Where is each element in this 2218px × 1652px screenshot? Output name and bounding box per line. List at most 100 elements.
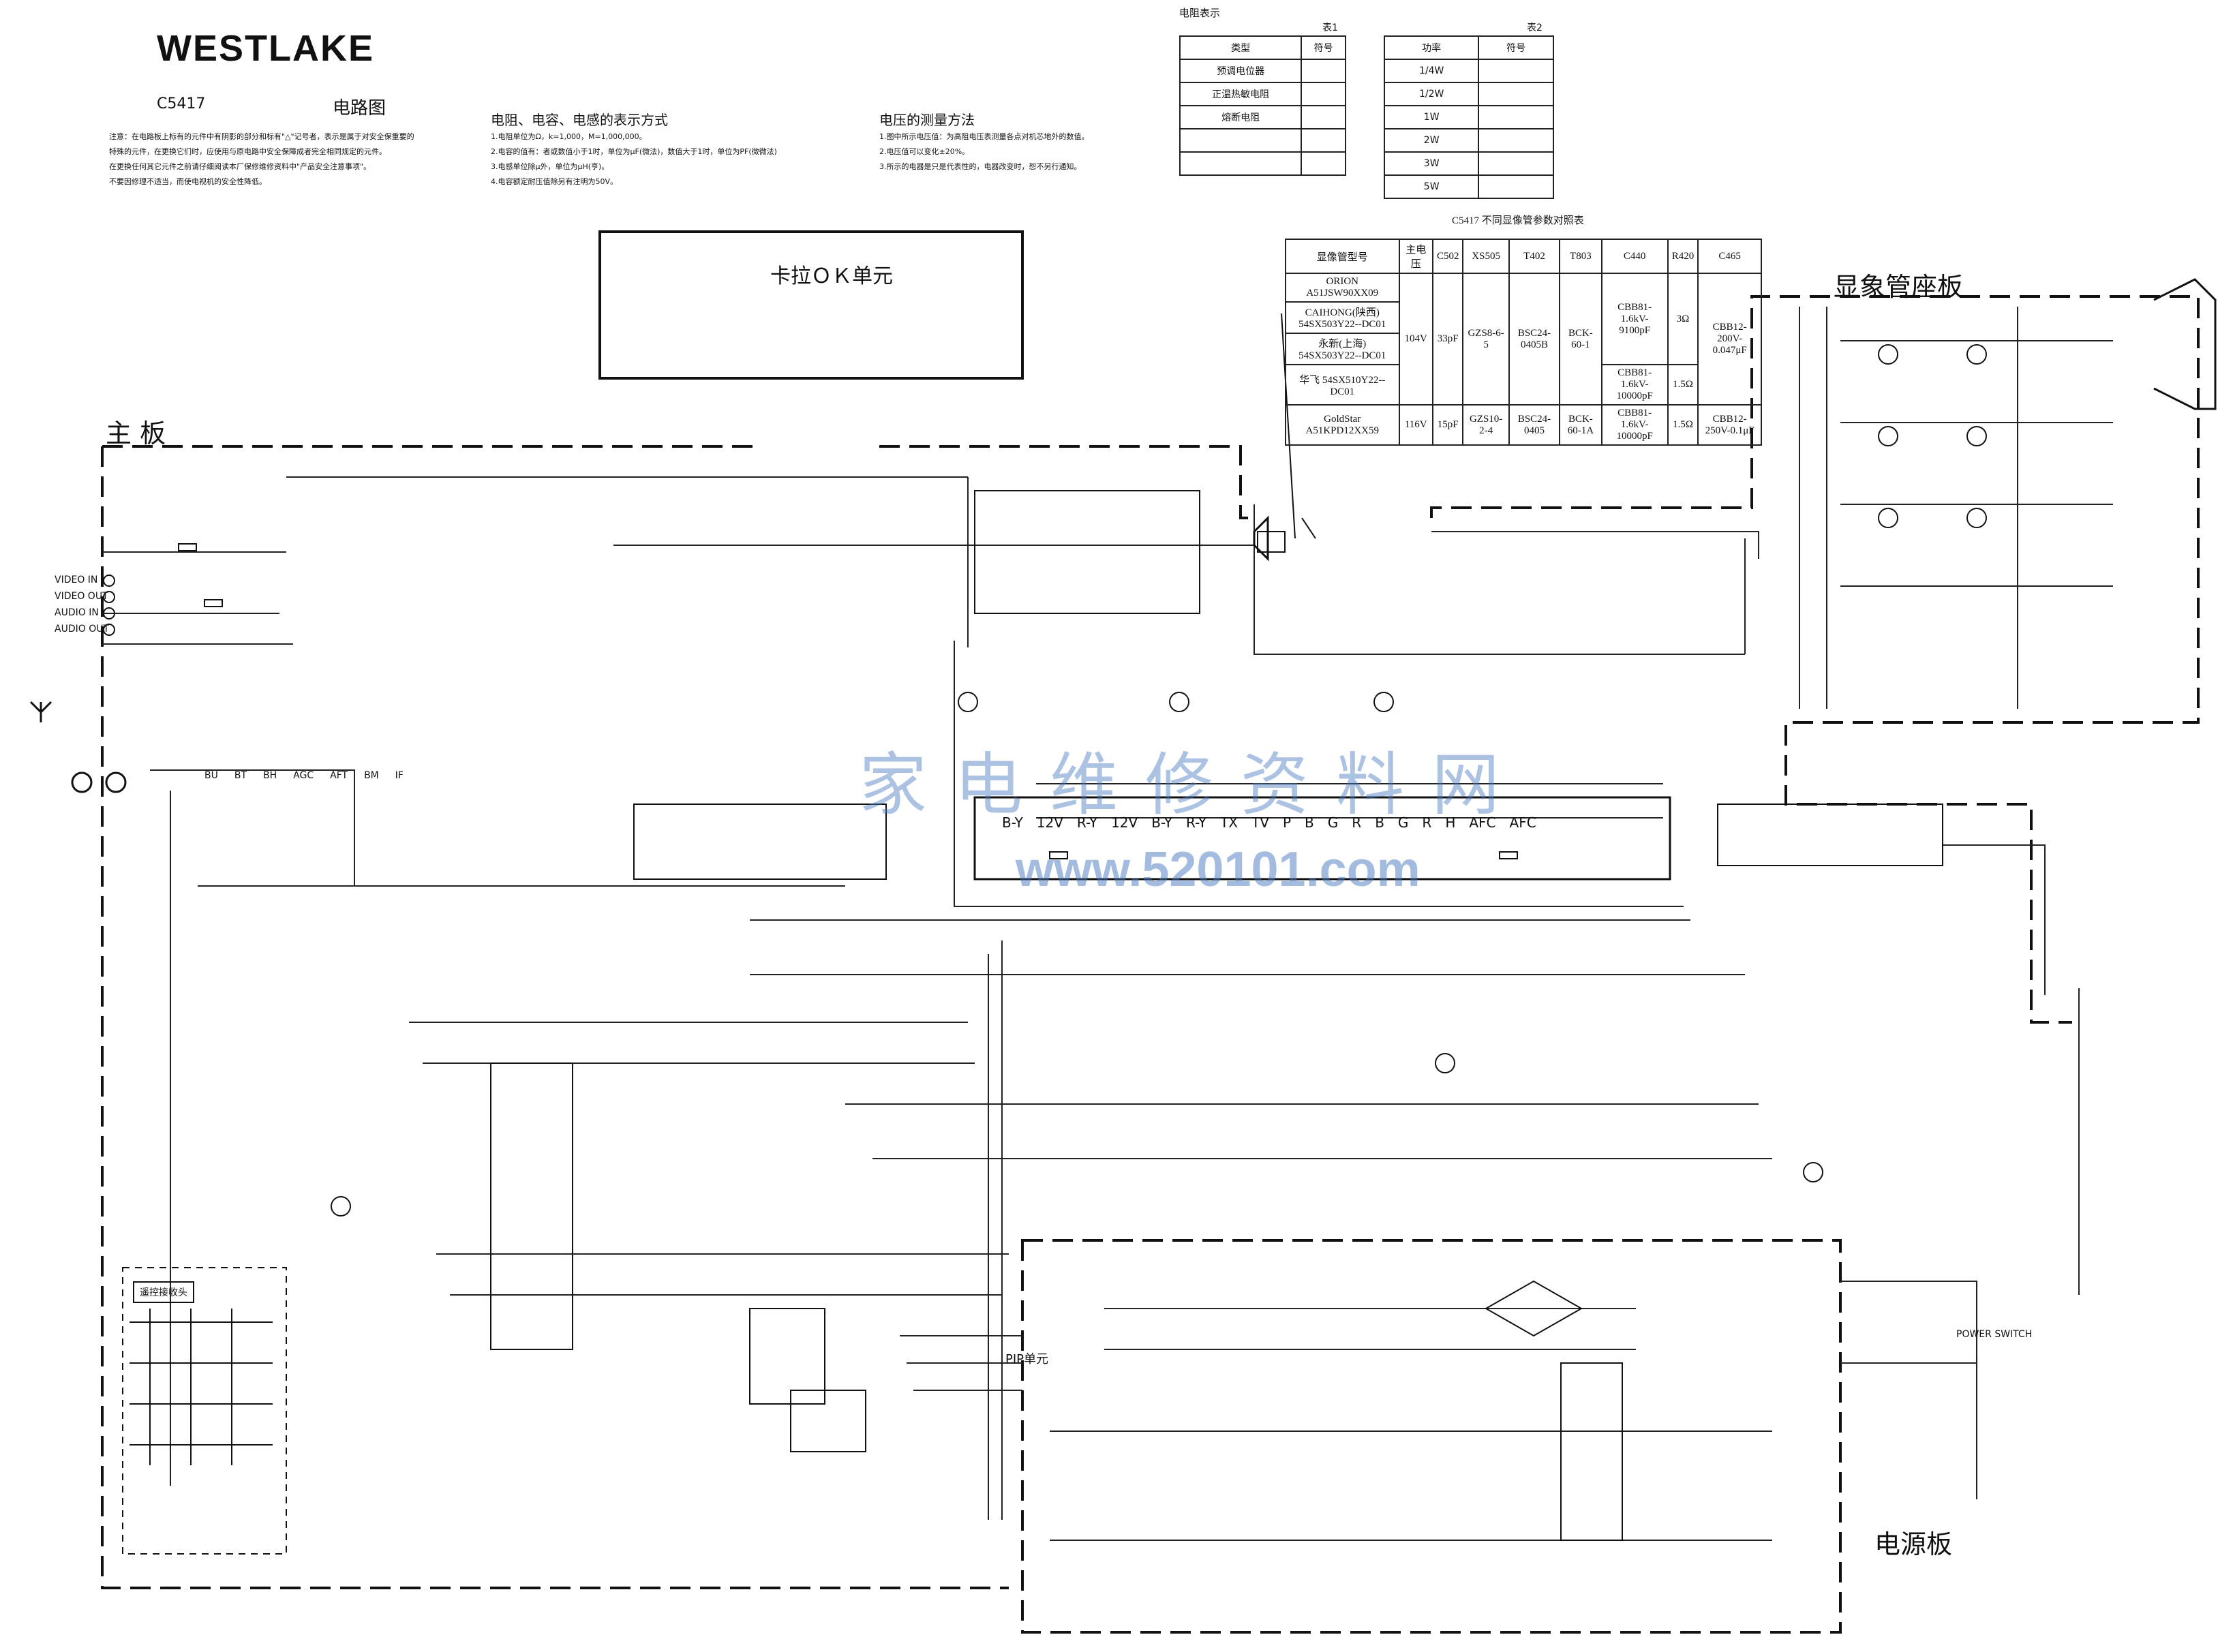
legend-heading: 电阻表示 <box>1179 7 1221 19</box>
legend-cell <box>1301 82 1346 106</box>
legend-header: 符号 <box>1301 35 1346 60</box>
board-outlines <box>101 230 2200 1634</box>
spec-cell: 华飞 54SX510Y22--DC01 <box>1285 364 1400 406</box>
spec-cell: 33pF <box>1431 273 1464 406</box>
legend-cell <box>1301 105 1346 129</box>
spec-cell: 104V <box>1398 273 1433 406</box>
legend-header: 符号 <box>1478 35 1554 60</box>
spec-header: R420 <box>1667 239 1699 274</box>
model-number: C5417 <box>157 95 206 112</box>
ic-signal-label: AFC <box>1469 814 1496 831</box>
component-notes: 1.电阻单位为Ω，k=1,000，M=1,000,000。 2.电容的值有：者或… <box>491 129 832 189</box>
tuner-pin: BU <box>204 770 218 781</box>
ic-signal-label: TV <box>1251 814 1269 831</box>
safety-note-line: 特殊的元件，在更换它们时，应使用与原电路中安全保障成者完全相同规定的元件。 <box>109 147 386 156</box>
watermark-url: www.520101.com <box>1016 842 1421 897</box>
pip-unit-label: PIP单元 <box>1005 1352 1049 1366</box>
spec-header: 主电压 <box>1398 239 1433 274</box>
io-label-video-out: VIDEO OUT <box>55 591 108 602</box>
legend-cell <box>1179 151 1303 176</box>
tuner-pin: AGC <box>293 770 314 781</box>
spec-header: C502 <box>1431 239 1464 274</box>
power-board-outline <box>1021 1239 1842 1634</box>
deflection-ic-block <box>1717 804 1943 866</box>
voltage-notes: 1.图中所示电压值：为高阻电压表测量各点对机芯地外的数值。 2.电压值可以变化±… <box>879 129 1166 174</box>
spec-cell: BSC24-0405 <box>1508 404 1561 446</box>
legend-cell <box>1478 151 1554 176</box>
voltage-note-line: 1.图中所示电压值：为高阻电压表测量各点对机芯地外的数值。 <box>879 132 1089 141</box>
main-board-label: 主 板 <box>106 418 166 448</box>
spec-table-title: C5417 不同显像管参数对照表 <box>1452 215 1584 226</box>
spec-cell: CAIHONG(陕西) 54SX503Y22--DC01 <box>1285 301 1400 334</box>
spec-cell: 15pF <box>1431 404 1464 446</box>
spec-cell: BSC24-0405B <box>1508 273 1561 406</box>
spec-cell: 3Ω <box>1667 273 1699 365</box>
crt-spec-table: 显像管型号 主电压 C502 XS505 T402 T803 C440 R420… <box>1285 239 1762 446</box>
component-note-line: 3.电感单位除μ外，单位为μH(亨)。 <box>491 162 609 171</box>
legend-cell: 1W <box>1383 105 1480 129</box>
legend-cell: 5W <box>1383 174 1480 199</box>
legend-cell <box>1478 174 1554 199</box>
safety-note-line: 不要因修理不适当，而使电视机的安全性降低。 <box>109 177 267 186</box>
spec-cell: GZS10-2-4 <box>1462 404 1510 446</box>
ic-signal-label: R-Y <box>1076 814 1098 831</box>
voltage-note-line: 2.电压值可以变化±20%。 <box>879 147 970 156</box>
legend-header: 类型 <box>1179 35 1303 60</box>
ic-signal-label: G <box>1327 814 1339 831</box>
legend-cell: 正温热敏电阻 <box>1179 82 1303 106</box>
legend-cell <box>1478 105 1554 129</box>
spec-cell: 1.5Ω <box>1667 404 1699 446</box>
tuner-pin-row: BU BT BH AGC AFT BM IF <box>204 770 404 781</box>
tuner-pin: BH <box>263 770 277 781</box>
karaoke-box <box>598 230 1024 380</box>
key-area-outline <box>122 1267 287 1555</box>
spec-header: C440 <box>1600 239 1669 274</box>
keypad-matrix <box>130 1309 273 1465</box>
voltage-notes-heading: 电压的测量方法 <box>879 112 975 128</box>
ic-blocks <box>490 490 1943 1541</box>
crt-board-label: 显象管座板 <box>1834 272 1964 302</box>
legend-cell: 预调电位器 <box>1179 59 1303 83</box>
legend-cell: 1/4W <box>1383 59 1480 83</box>
ic-signal-label: B-Y <box>1002 814 1023 831</box>
io-label-audio-in: AUDIO IN <box>55 607 99 618</box>
spec-cell: BCK-60-1A <box>1559 404 1602 446</box>
component-notes-heading: 电阻、电容、电感的表示方式 <box>491 112 668 128</box>
spec-cell: GZS8-6-5 <box>1462 273 1510 406</box>
tuner-pin: BT <box>234 770 247 781</box>
audio-ic-block <box>974 490 1200 614</box>
legend-cell <box>1179 128 1303 153</box>
crt-neck-symbol <box>2153 278 2217 410</box>
io-label-audio-out: AUDIO OUT <box>55 624 110 634</box>
karaoke-unit-label: 卡拉ＯＫ单元 <box>770 264 893 288</box>
remote-receiver-label: 遥控接收头 <box>133 1281 194 1303</box>
watermark-text: 家电维修资料网 <box>859 745 1527 825</box>
legend-cell: 1/2W <box>1383 82 1480 106</box>
main-ic-block <box>973 796 1671 881</box>
brand-logo: WESTLAKE <box>157 28 374 69</box>
pip-connector-block <box>749 1308 825 1405</box>
ic-signal-label: G <box>1397 814 1409 831</box>
power-board-label: 电源板 <box>1874 1529 1953 1559</box>
spec-cell: 永新(上海) 54SX503Y22--DC01 <box>1285 333 1400 365</box>
signal-traces <box>102 307 2113 1541</box>
component-note-line: 1.电阻单位为Ω，k=1,000，M=1,000,000。 <box>491 132 647 141</box>
ic-signal-label: TX <box>1220 814 1239 831</box>
legend-header: 功率 <box>1383 35 1480 60</box>
small-ic-block <box>790 1390 866 1452</box>
legend-cell <box>1478 82 1554 106</box>
legend-cell: 熔断电阻 <box>1179 105 1303 129</box>
ic-signal-label: 12V <box>1036 814 1063 831</box>
legend-cell <box>1301 59 1346 83</box>
legend-cell: 2W <box>1383 128 1480 153</box>
legend-table-1: 类型 符号 预调电位器 正温热敏电阻 熔断电阻 <box>1179 35 1346 176</box>
spec-header: T402 <box>1508 239 1561 274</box>
safety-note-line: 注意：在电路板上标有的元件中有阴影的部分和标有"△"记号者，表示是属于对安全保重… <box>109 132 414 141</box>
ic-signal-label: H <box>1445 814 1456 831</box>
spec-cell: BCK-60-1 <box>1559 273 1602 406</box>
legend-cell <box>1301 151 1346 176</box>
legend-cell <box>1478 128 1554 153</box>
spec-cell: CBB81-1.6kV-10000pF <box>1600 404 1669 446</box>
legend-table2-label: 表2 <box>1527 22 1543 33</box>
